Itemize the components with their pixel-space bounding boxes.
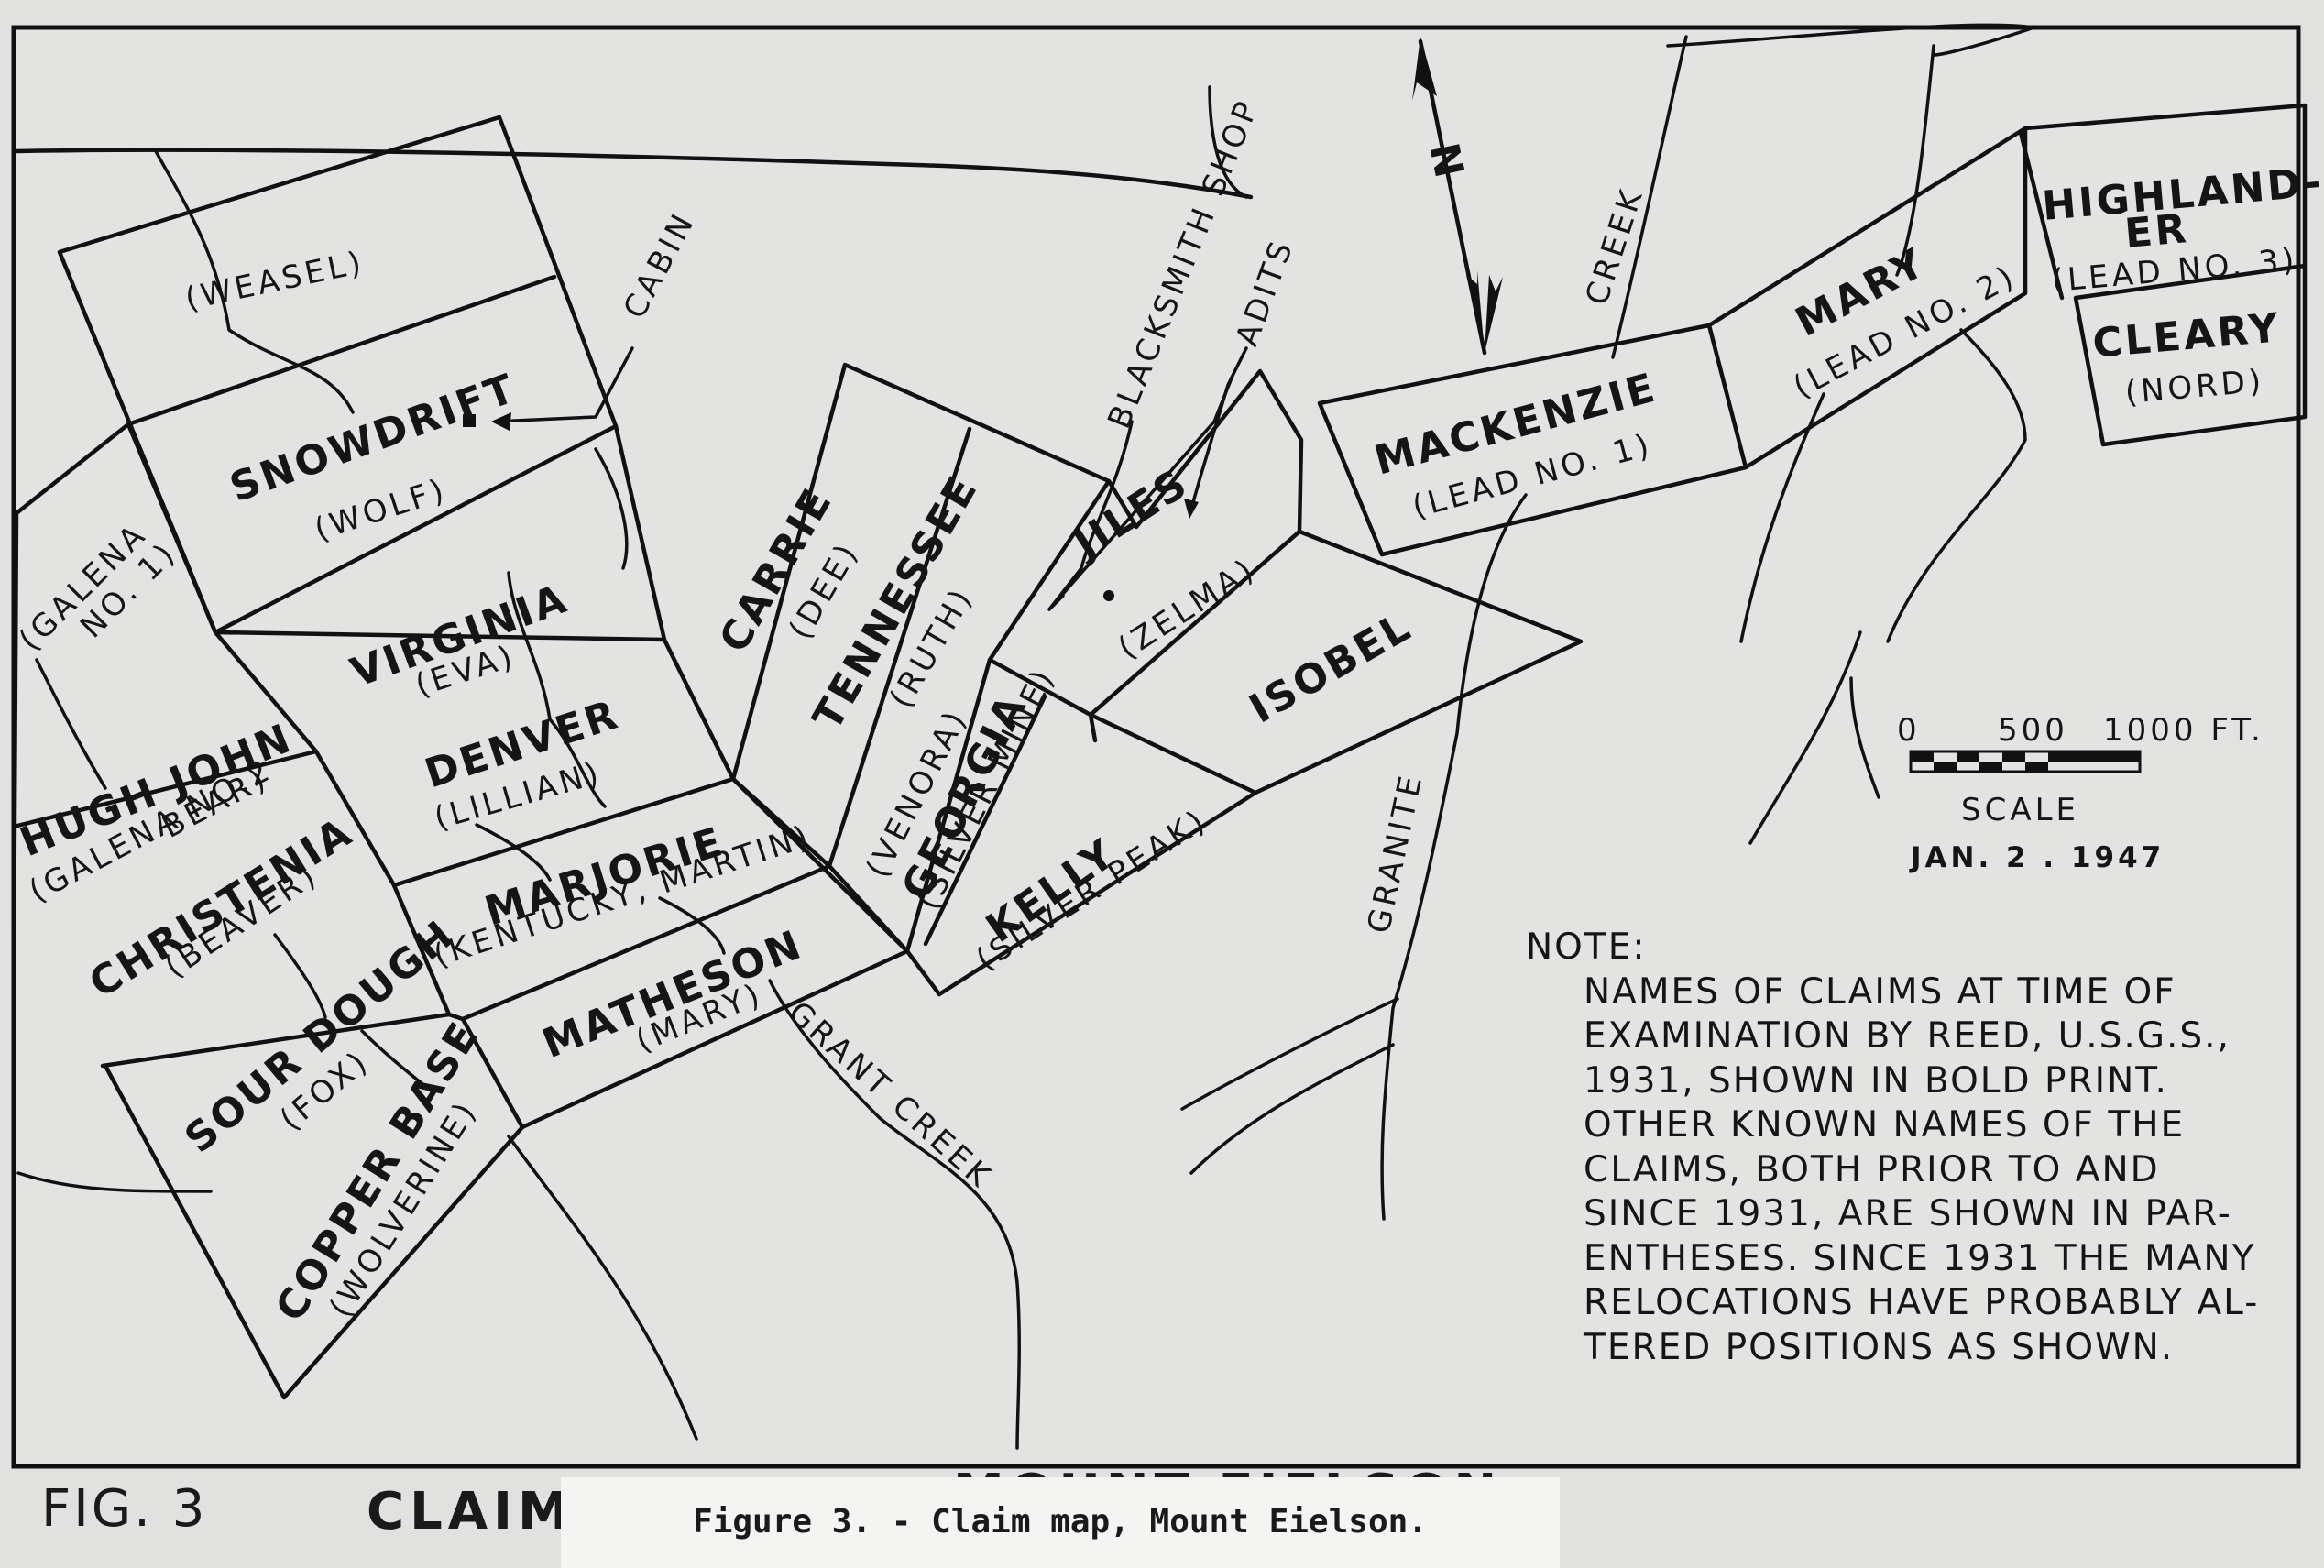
scale-tick-1000: 1000 FT. — [2103, 712, 2264, 749]
figure-caption: Figure 3. - Claim map, Mount Eielson. — [693, 1503, 1428, 1541]
central-claim-block — [730, 362, 1584, 997]
claim-highlander-line2: ER — [2123, 205, 2191, 258]
fig-number: FIG. 3 — [41, 1479, 207, 1539]
caption-label-strip — [561, 1477, 1560, 1568]
scale-tick-500: 500 — [1998, 712, 2068, 749]
streams — [16, 23, 2036, 1450]
fig-title-left: CLAIM — [367, 1482, 575, 1541]
note-line: SINCE 1931, ARE SHOWN IN PAR- — [1584, 1193, 2232, 1234]
note-line: 1931, SHOWN IN BOLD PRINT. — [1584, 1059, 2168, 1102]
road-line — [14, 148, 1254, 200]
scale-label: SCALE — [1961, 792, 2079, 828]
note-line: EXAMINATION BY REED, U.S.G.S., — [1584, 1015, 2231, 1057]
map-note: NOTE: NAMES OF CLAIMS AT TIME OF EXAMINA… — [1526, 926, 2259, 1370]
note-line: ENTHESES. SINCE 1931 THE MANY — [1584, 1237, 2256, 1279]
note-line: RELOCATIONS HAVE PROBABLY AL- — [1584, 1282, 2260, 1323]
scale-tick-0: 0 — [1897, 712, 1921, 749]
note-line: CLAIMS, BOTH PRIOR TO AND — [1584, 1148, 2160, 1190]
note-line: NAMES OF CLAIMS AT TIME OF — [1584, 970, 2176, 1013]
scale-date: JAN. 2 . 1947 — [1909, 841, 2165, 874]
note-line: OTHER KNOWN NAMES OF THE — [1584, 1104, 2186, 1146]
note-line: TERED POSITIONS AS SHOWN. — [1584, 1326, 2175, 1368]
note-heading: NOTE: — [1526, 927, 1647, 968]
east-claim-block — [1317, 103, 2308, 557]
feature-leaders — [463, 346, 1248, 611]
scale-bar: 0 500 1000 FT. SCALE JAN. 2 . 1947 — [1897, 712, 2264, 874]
